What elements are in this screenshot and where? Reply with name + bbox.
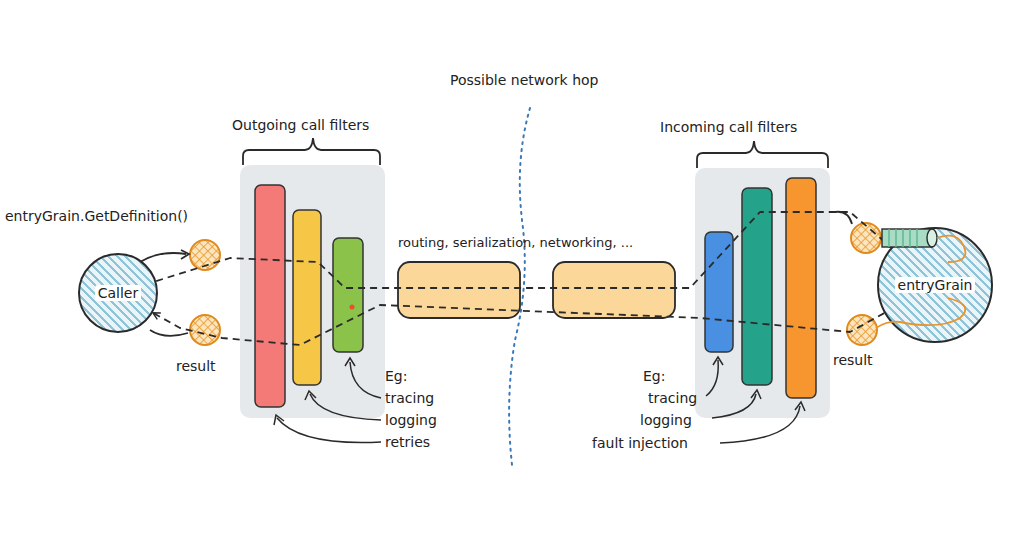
filter-panel [695, 168, 830, 418]
leader-head [305, 391, 316, 400]
dot [350, 305, 355, 310]
message-symbol [851, 223, 881, 253]
bracket [243, 138, 380, 165]
bracket [697, 141, 828, 168]
filter-bar [742, 188, 772, 385]
text-label: Possible network hop [450, 72, 598, 88]
arrow-head [181, 250, 189, 259]
text-label: logging [640, 412, 692, 428]
leader-line [706, 360, 718, 396]
leader-head [345, 358, 355, 366]
leader-head [795, 402, 805, 411]
filter-bar [705, 232, 733, 352]
transport-box [553, 262, 675, 318]
call-path [156, 212, 891, 288]
leader-head [713, 357, 723, 365]
filter-bar [255, 185, 285, 407]
text-label: tracing [648, 390, 697, 406]
arrow-line [835, 212, 852, 224]
text-label: Eg: [385, 368, 407, 384]
text-label: Outgoing call filters [232, 117, 369, 133]
filter-bar [333, 238, 363, 352]
text-label: fault injection [592, 435, 688, 451]
text-label: result [833, 352, 873, 368]
text-label: logging [385, 412, 437, 428]
node-text: Caller [95, 285, 142, 301]
text-label: tracing [385, 390, 434, 406]
arrow-line [140, 253, 186, 262]
cylinder-end [927, 229, 937, 247]
filter-panel [240, 165, 385, 418]
leader-line [720, 406, 800, 443]
leader-line [277, 418, 381, 443]
leader-line [712, 394, 756, 418]
text-label: entryGrain.GetDefinition() [5, 208, 188, 224]
call-path [153, 305, 884, 345]
cylinder-stripes [889, 229, 917, 247]
node-text: entryGrain [895, 277, 976, 293]
leader-line [310, 394, 381, 420]
text-label: result [176, 358, 216, 374]
state-cylinder [882, 229, 932, 247]
text-label: Incoming call filters [660, 119, 797, 135]
leader-head [274, 415, 284, 425]
leader-head [751, 390, 761, 399]
arrow-line [150, 330, 188, 336]
filter-bar [293, 210, 321, 385]
grain-circle: Caller [78, 253, 158, 333]
message-symbol [190, 315, 220, 345]
leader-line [350, 362, 381, 398]
text-label: routing, serialization, networking, ... [398, 236, 633, 251]
text-label: retries [385, 434, 430, 450]
filter-bar [786, 178, 816, 398]
text-label: Eg: [643, 368, 665, 384]
